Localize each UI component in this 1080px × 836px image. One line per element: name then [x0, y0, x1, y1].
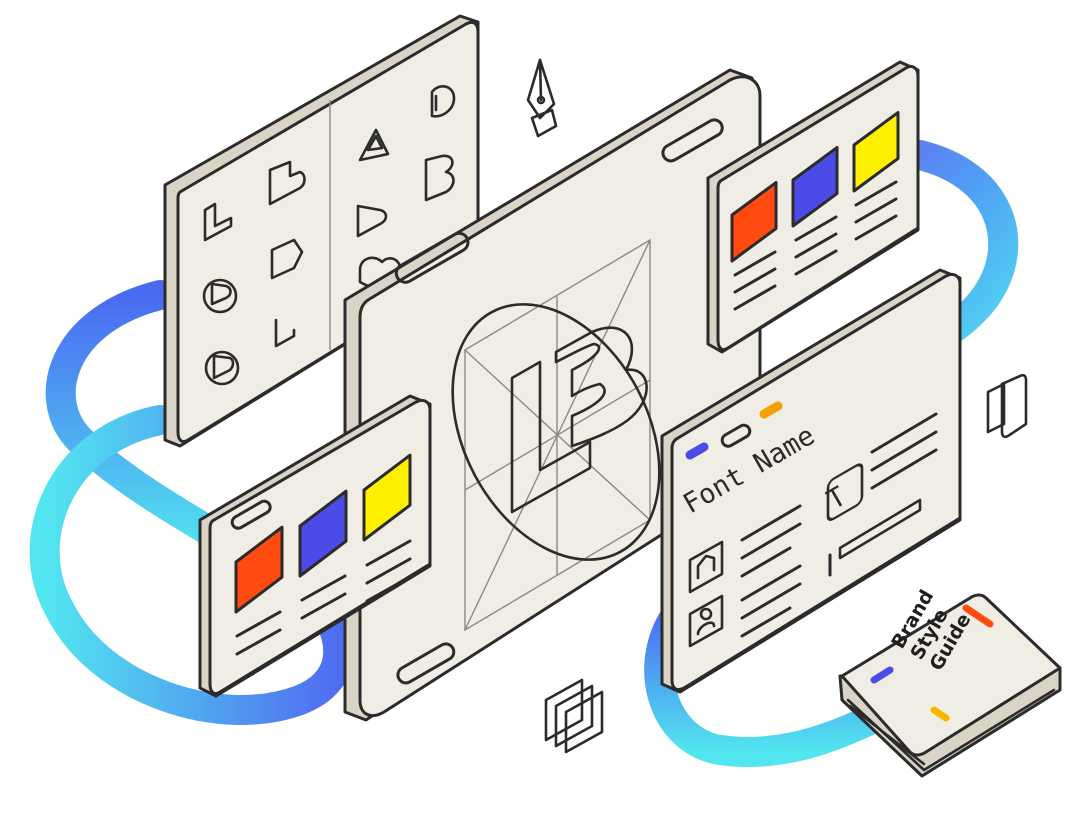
logo-sketches-panel: [163, 14, 480, 448]
color-swatch: [791, 146, 839, 228]
color-swatch: [852, 111, 900, 193]
color-swatch: [362, 453, 412, 542]
pen-nib-icon: [526, 58, 558, 138]
layers-icon: [544, 678, 604, 754]
palette-text-lines: [235, 539, 412, 656]
window-dot: [685, 442, 709, 460]
typography-panel: Font Name T: [660, 268, 962, 694]
brand-style-guide-book: Brand Style Guide: [838, 586, 1062, 778]
book-accent: [870, 666, 894, 684]
book-accent: [962, 604, 994, 628]
home-icon: [688, 540, 724, 594]
color-palette-panel-top: [706, 60, 920, 354]
book-accent: [930, 706, 950, 722]
flow-ribbon: [29, 140, 1019, 767]
window-dot: [759, 401, 783, 419]
lb-monogram: [510, 326, 648, 514]
color-swatch: [234, 525, 284, 614]
color-swatch: [730, 181, 778, 263]
stacked-cards-icon: [986, 373, 1028, 439]
palette-text-lines: [733, 180, 898, 311]
user-icon: [688, 594, 724, 648]
color-palette-panel-bottom: [198, 394, 432, 698]
color-swatch: [298, 489, 348, 578]
text-lines: [740, 412, 938, 638]
